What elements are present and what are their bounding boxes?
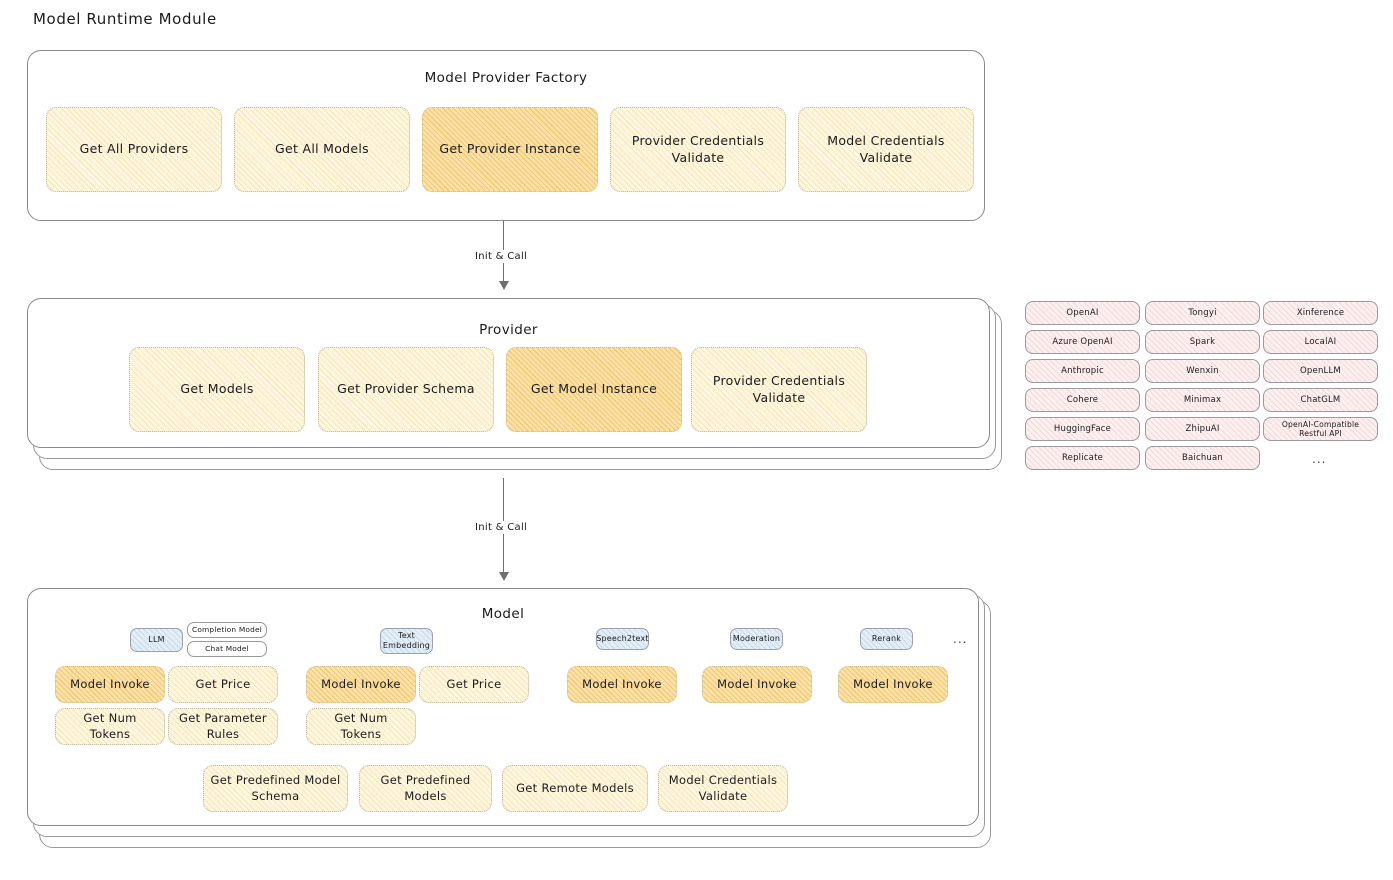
arrow-factory-to-provider-label: Init & Call [471,250,532,263]
provider-chip-xinference[interactable]: Xinference [1263,301,1378,325]
model-provider-factory-panel: Model Provider Factory Get All Providers… [27,50,985,221]
model-common-op-model-credentials-validate[interactable]: Model Credentials Validate [658,765,788,812]
model-op-rerank-model-invoke[interactable]: Model Invoke [838,666,948,703]
factory-box-provider-credentials-validate[interactable]: Provider Credentials Validate [610,107,786,192]
model-op-llm-get-parameter-rules[interactable]: Get Parameter Rules [168,708,278,745]
model-type-badge-rerank[interactable]: Rerank [860,628,913,650]
provider-chip-openai[interactable]: OpenAI [1025,301,1140,325]
factory-box-get-all-models[interactable]: Get All Models [234,107,410,192]
factory-box-get-provider-instance[interactable]: Get Provider Instance [422,107,598,192]
provider-chip-huggingface[interactable]: HuggingFace [1025,417,1140,441]
model-type-badge-llm[interactable]: LLM [130,628,183,652]
provider-chip-chatglm[interactable]: ChatGLM [1263,388,1378,412]
provider-chip-spark[interactable]: Spark [1145,330,1260,354]
model-type-badge-speech2text[interactable]: Speech2text [596,628,649,650]
model-common-op-get-remote-models[interactable]: Get Remote Models [502,765,648,812]
provider-box-get-model-instance[interactable]: Get Model Instance [506,347,682,432]
factory-box-model-credentials-validate[interactable]: Model Credentials Validate [798,107,974,192]
provider-box-get-models[interactable]: Get Models [129,347,305,432]
model-subtype-badge-chat-model[interactable]: Chat Model [187,641,267,657]
provider-chip-baichuan[interactable]: Baichuan [1145,446,1260,470]
model-common-op-get-predefined-models[interactable]: Get Predefined Models [359,765,492,812]
model-panel-title: Model [481,606,525,622]
provider-chip-azure-openai[interactable]: Azure OpenAI [1025,330,1140,354]
provider-chip-zhipuai[interactable]: ZhipuAI [1145,417,1260,441]
arrow-provider-to-model-head [499,572,509,581]
arrow-factory-to-provider-head [499,281,509,290]
model-subtype-badge-completion-model[interactable]: Completion Model [187,622,267,638]
provider-chip-tongyi[interactable]: Tongyi [1145,301,1260,325]
model-common-op-get-predefined-model-schema[interactable]: Get Predefined Model Schema [203,765,348,812]
provider-chip-minimax[interactable]: Minimax [1145,388,1260,412]
model-type-badge-text-embedding[interactable]: Text Embedding [380,628,433,654]
provider-chip-anthropic[interactable]: Anthropic [1025,359,1140,383]
model-op-text-embedding-get-num-tokens[interactable]: Get Num Tokens [306,708,416,745]
model-op-text-embedding-model-invoke[interactable]: Model Invoke [306,666,416,703]
model-op-text-embedding-get-price[interactable]: Get Price [419,666,529,703]
model-types-more-ellipsis: ... [953,632,968,646]
provider-panel-title: Provider [479,322,538,338]
model-type-badge-moderation[interactable]: Moderation [730,628,783,650]
factory-panel-title: Model Provider Factory [424,70,588,86]
provider-chip-localai[interactable]: LocalAI [1263,330,1378,354]
provider-chip-openai-compatible-restful-api[interactable]: OpenAI-Compatible Restful API [1263,417,1378,441]
provider-chip-openllm[interactable]: OpenLLM [1263,359,1378,383]
provider-chip-wenxin[interactable]: Wenxin [1145,359,1260,383]
model-op-llm-model-invoke[interactable]: Model Invoke [55,666,165,703]
page-title: Model Runtime Module [33,10,217,28]
provider-panel: Provider Get Models Get Provider Schema … [27,298,990,448]
factory-box-get-all-providers[interactable]: Get All Providers [46,107,222,192]
arrow-provider-to-model-label: Init & Call [471,521,532,534]
provider-list-more-ellipsis: ... [1312,452,1327,466]
provider-box-get-provider-schema[interactable]: Get Provider Schema [318,347,494,432]
provider-chip-cohere[interactable]: Cohere [1025,388,1140,412]
model-op-llm-get-price[interactable]: Get Price [168,666,278,703]
provider-box-provider-credentials-validate[interactable]: Provider Credentials Validate [691,347,867,432]
model-panel: Model LLM Completion Model Chat Model Mo… [27,588,979,826]
provider-chip-replicate[interactable]: Replicate [1025,446,1140,470]
model-op-llm-get-num-tokens[interactable]: Get Num Tokens [55,708,165,745]
model-op-speech2text-model-invoke[interactable]: Model Invoke [567,666,677,703]
model-op-moderation-model-invoke[interactable]: Model Invoke [702,666,812,703]
